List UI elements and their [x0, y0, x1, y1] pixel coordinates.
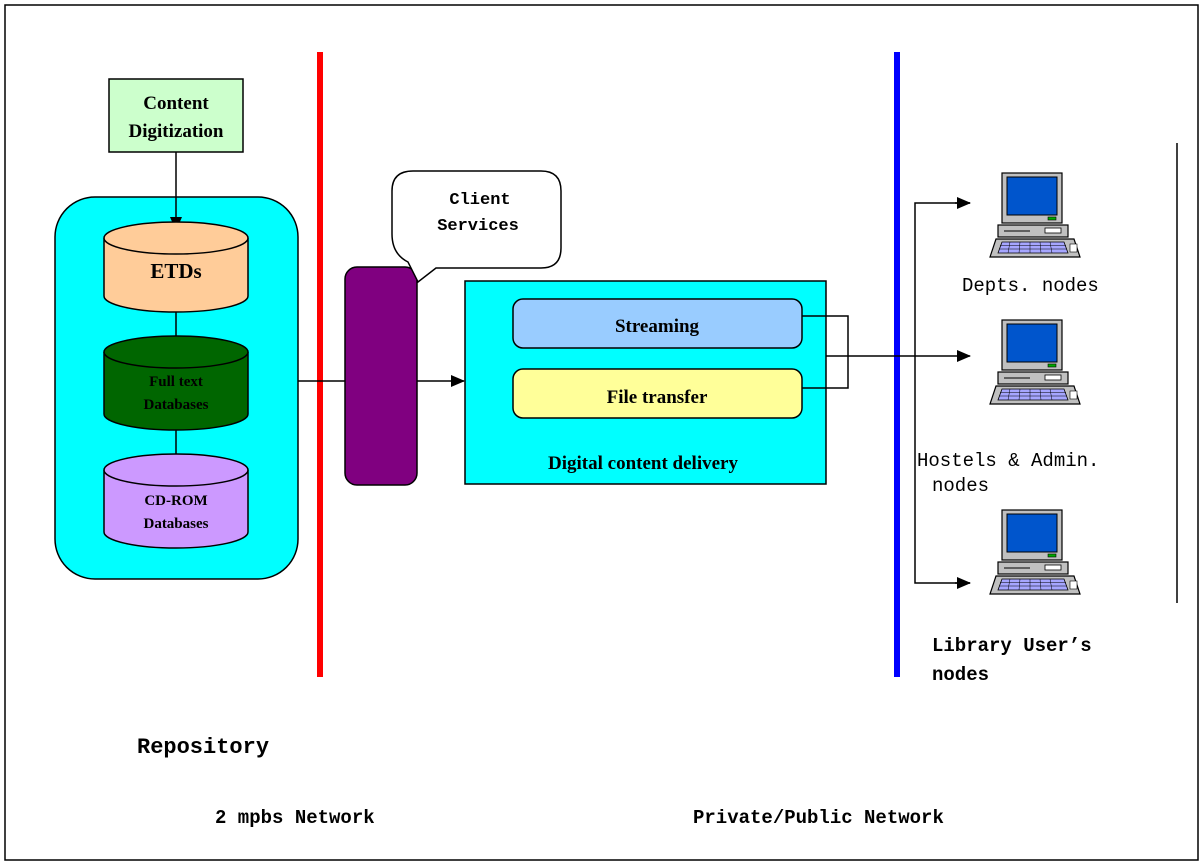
client-services-bar	[344, 266, 418, 486]
etds-label: ETDs	[150, 259, 201, 283]
cdrom-label-2: Databases	[143, 516, 208, 532]
network-2mbps-label: 2 mpbs Network	[215, 807, 375, 829]
content-digitization-box	[108, 78, 244, 153]
file-transfer-box	[512, 368, 803, 419]
client-services-label-2: Services	[437, 217, 519, 236]
fulltext-label-2: Databases	[143, 397, 208, 413]
hostels-nodes-label-1: Hostels & Admin.	[917, 450, 1099, 472]
cdrom-cylinder	[103, 453, 249, 549]
delivery-box-label: Digital content delivery	[548, 453, 738, 474]
depts-nodes-label: Depts. nodes	[962, 275, 1099, 297]
etds-cylinder	[103, 221, 249, 313]
repository-label: Repository	[137, 735, 269, 760]
private-public-network-label: Private/Public Network	[693, 807, 944, 829]
fulltext-cylinder	[103, 335, 249, 431]
library-nodes-label-1: Library User’s	[932, 635, 1092, 657]
file-transfer-label: File transfer	[607, 387, 708, 408]
fulltext-label-1: Full text	[149, 374, 203, 390]
hostels-nodes-label-2: nodes	[932, 475, 989, 497]
cdrom-label-1: CD-ROM	[144, 493, 207, 509]
streaming-box	[512, 298, 803, 349]
client-services-label-1: Client	[449, 191, 510, 210]
content-digitization-label-1: Content	[143, 93, 209, 114]
content-digitization-label-2: Digitization	[129, 121, 224, 142]
streaming-label: Streaming	[615, 316, 700, 337]
library-nodes-label-2: nodes	[932, 664, 989, 686]
node-branch-line	[914, 202, 970, 584]
client-services-callout	[391, 170, 562, 284]
delivery-bracket	[802, 315, 849, 389]
